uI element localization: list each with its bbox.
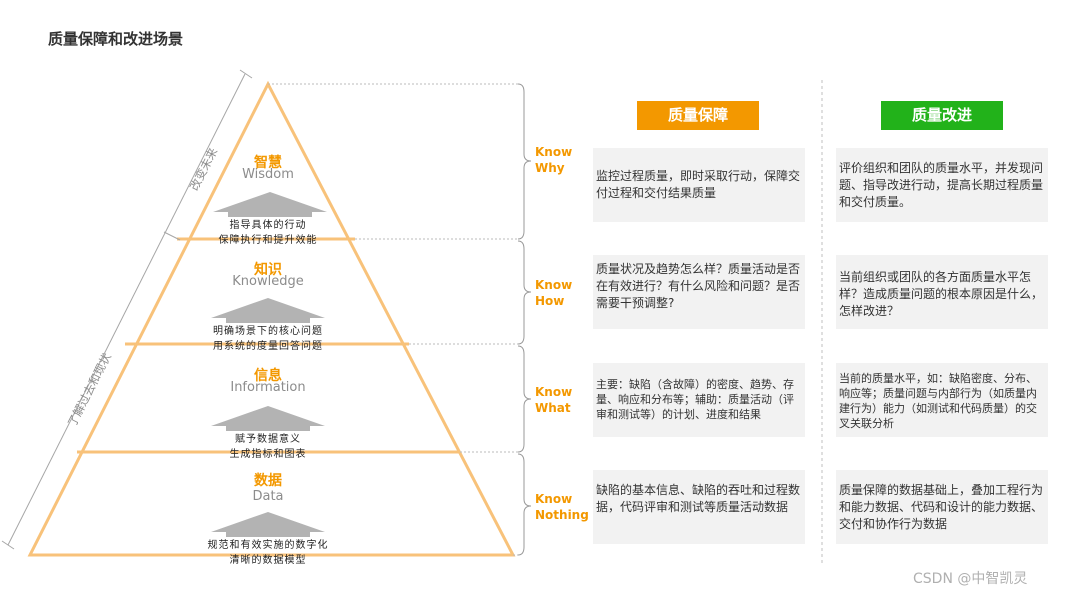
assurance-header: 质量保障 (637, 101, 759, 130)
arrow-label-line: 指导具体的行动 (229, 220, 307, 231)
bracket (517, 240, 532, 345)
up-arrow-shape (211, 298, 325, 323)
arrow-label-line: 用系统的度量回答问题 (213, 341, 323, 352)
know-line: Know (535, 385, 573, 399)
side-dimension-line (7, 73, 246, 546)
watermark: CSDN @中智凯灵 (913, 571, 1028, 587)
arrow-label-line: 生成指标和图表 (229, 449, 307, 460)
level-information-cn: 信息 (254, 368, 282, 384)
assurance-cell-why: 监控过程质量，即时采取行动，保障交付过程和交付结果质量 (593, 148, 805, 222)
assurance-cell-what: 主要：缺陷（含故障）的密度、趋势、存量、响应和分布等；辅助：质量活动（评审和测试… (593, 363, 805, 437)
arrow-label-wisdom: 指导具体的行动 保障执行和提升效能 (183, 218, 353, 248)
assurance-cell-nothing: 缺陷的基本信息、缺陷的吞吐和过程数据，代码评审和测试等质量活动数据 (593, 470, 805, 544)
assurance-cell-how: 质量状况及趋势怎么样？质量活动是否在有效进行？有什么风险和问题？是否需要干预调整… (593, 255, 805, 329)
arrow-label-line: 规范和有效实施的数字化 (207, 540, 329, 551)
side-tick (239, 69, 253, 79)
bracket (517, 83, 532, 240)
know-why-label: Know Why (535, 144, 595, 176)
level-information-en: Information (230, 380, 306, 395)
improvement-cell-what: 当前的质量水平，如：缺陷密度、分布、响应等；质量问题与内部行为（如质量内建行为）… (836, 363, 1048, 437)
arrow-label-data: 规范和有效实施的数字化 清晰的数据模型 (183, 538, 353, 568)
improvement-cell-nothing: 质量保障的数据基础上，叠加工程行为和能力数据、代码和设计的能力数据、交付和协作行… (836, 470, 1048, 544)
up-arrow-shape (211, 512, 325, 537)
know-line: Know (535, 145, 573, 159)
improvement-header: 质量改进 (881, 101, 1003, 130)
arrow-label-line: 保障执行和提升效能 (218, 235, 318, 246)
up-arrow-shape (211, 406, 325, 431)
arrow-label-knowledge: 明确场景下的核心问题 用系统的度量回答问题 (183, 324, 353, 354)
side-tick (163, 231, 181, 241)
level-knowledge-cn: 知识 (254, 262, 282, 278)
level-data-en: Data (252, 489, 284, 504)
level-data-cn: 数据 (254, 473, 282, 489)
bracket (517, 453, 532, 556)
know-line: What (535, 401, 571, 415)
know-line: How (535, 294, 565, 308)
level-wisdom-cn: 智慧 (254, 155, 282, 171)
know-line: Know (535, 492, 573, 506)
side-tick (1, 540, 15, 550)
arrow-label-information: 赋予数据意义 生成指标和图表 (183, 432, 353, 462)
know-line: Why (535, 161, 565, 175)
improvement-cell-why: 评价组织和团队的质量水平，并发现问题、指导改进行动，提高长期过程质量和交付质量。 (836, 148, 1048, 222)
up-arrow-shape (213, 192, 327, 217)
arrow-label-line: 赋予数据意义 (235, 434, 301, 445)
page-title: 质量保障和改进场景 (48, 30, 184, 48)
pyramid-outline (27, 80, 516, 557)
know-what-label: Know What (535, 384, 595, 416)
level-knowledge-en: Knowledge (232, 274, 304, 289)
improvement-cell-how: 当前组织或团队的各方面质量水平怎样？造成质量问题的根本原因是什么，怎样改进？ (836, 255, 1048, 329)
know-how-label: Know How (535, 277, 595, 309)
know-line: Nothing (535, 508, 589, 522)
arrow-label-line: 明确场景下的核心问题 (213, 326, 323, 337)
arrow-label-line: 清晰的数据模型 (229, 555, 307, 566)
know-nothing-label: Know Nothing (535, 491, 595, 523)
level-wisdom-en: Wisdom (242, 167, 294, 182)
know-line: Know (535, 278, 573, 292)
bracket (517, 345, 532, 453)
